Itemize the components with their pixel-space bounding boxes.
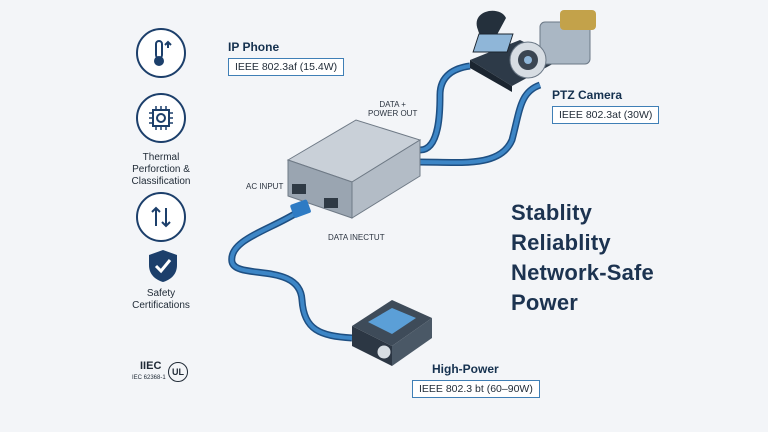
high-power-spec: IEEE 802.3 bt (60–90W) bbox=[412, 380, 540, 398]
benefit-reliability: Reliablity bbox=[511, 230, 611, 255]
cable-to-high-power bbox=[228, 209, 353, 342]
ip-phone-title: IP Phone bbox=[228, 40, 280, 54]
thermal-label: Thermal Perforction & Classification bbox=[131, 152, 191, 187]
ptz-camera-device bbox=[509, 10, 596, 79]
shield-feature bbox=[146, 248, 180, 289]
thermometer-icon bbox=[154, 40, 172, 66]
iec-standard: IEC 62368-1 bbox=[132, 375, 166, 381]
chip-icon bbox=[149, 106, 173, 130]
benefit-stability: Stablity bbox=[511, 200, 593, 225]
ul-logo: UL bbox=[168, 362, 188, 382]
ac-input-label: AC INPUT bbox=[246, 182, 284, 191]
poe-injector bbox=[286, 119, 422, 219]
thermometer-feature bbox=[136, 28, 186, 78]
chip-feature bbox=[136, 93, 186, 143]
data-input-label: DATA INECTUT bbox=[328, 233, 385, 242]
ptz-camera-spec: IEEE 802.3at (30W) bbox=[552, 106, 660, 124]
benefit-power: Power bbox=[511, 290, 579, 315]
ip-phone-spec: IEEE 802.3af (15.4W) bbox=[228, 58, 345, 76]
iec-logo: IIEC bbox=[140, 360, 162, 372]
data-power-out-label: DATA + POWER OUT bbox=[368, 100, 418, 118]
high-power-title: High-Power bbox=[432, 362, 499, 376]
ptz-camera-title: PTZ Camera bbox=[552, 88, 623, 102]
shield-icon bbox=[149, 250, 177, 282]
arrows-feature bbox=[136, 192, 186, 242]
safety-label: Safety Certifications bbox=[132, 288, 190, 311]
benefit-network-safe: Network-Safe bbox=[511, 260, 654, 285]
arrows-icon bbox=[151, 206, 171, 228]
high-power-device bbox=[352, 300, 432, 366]
